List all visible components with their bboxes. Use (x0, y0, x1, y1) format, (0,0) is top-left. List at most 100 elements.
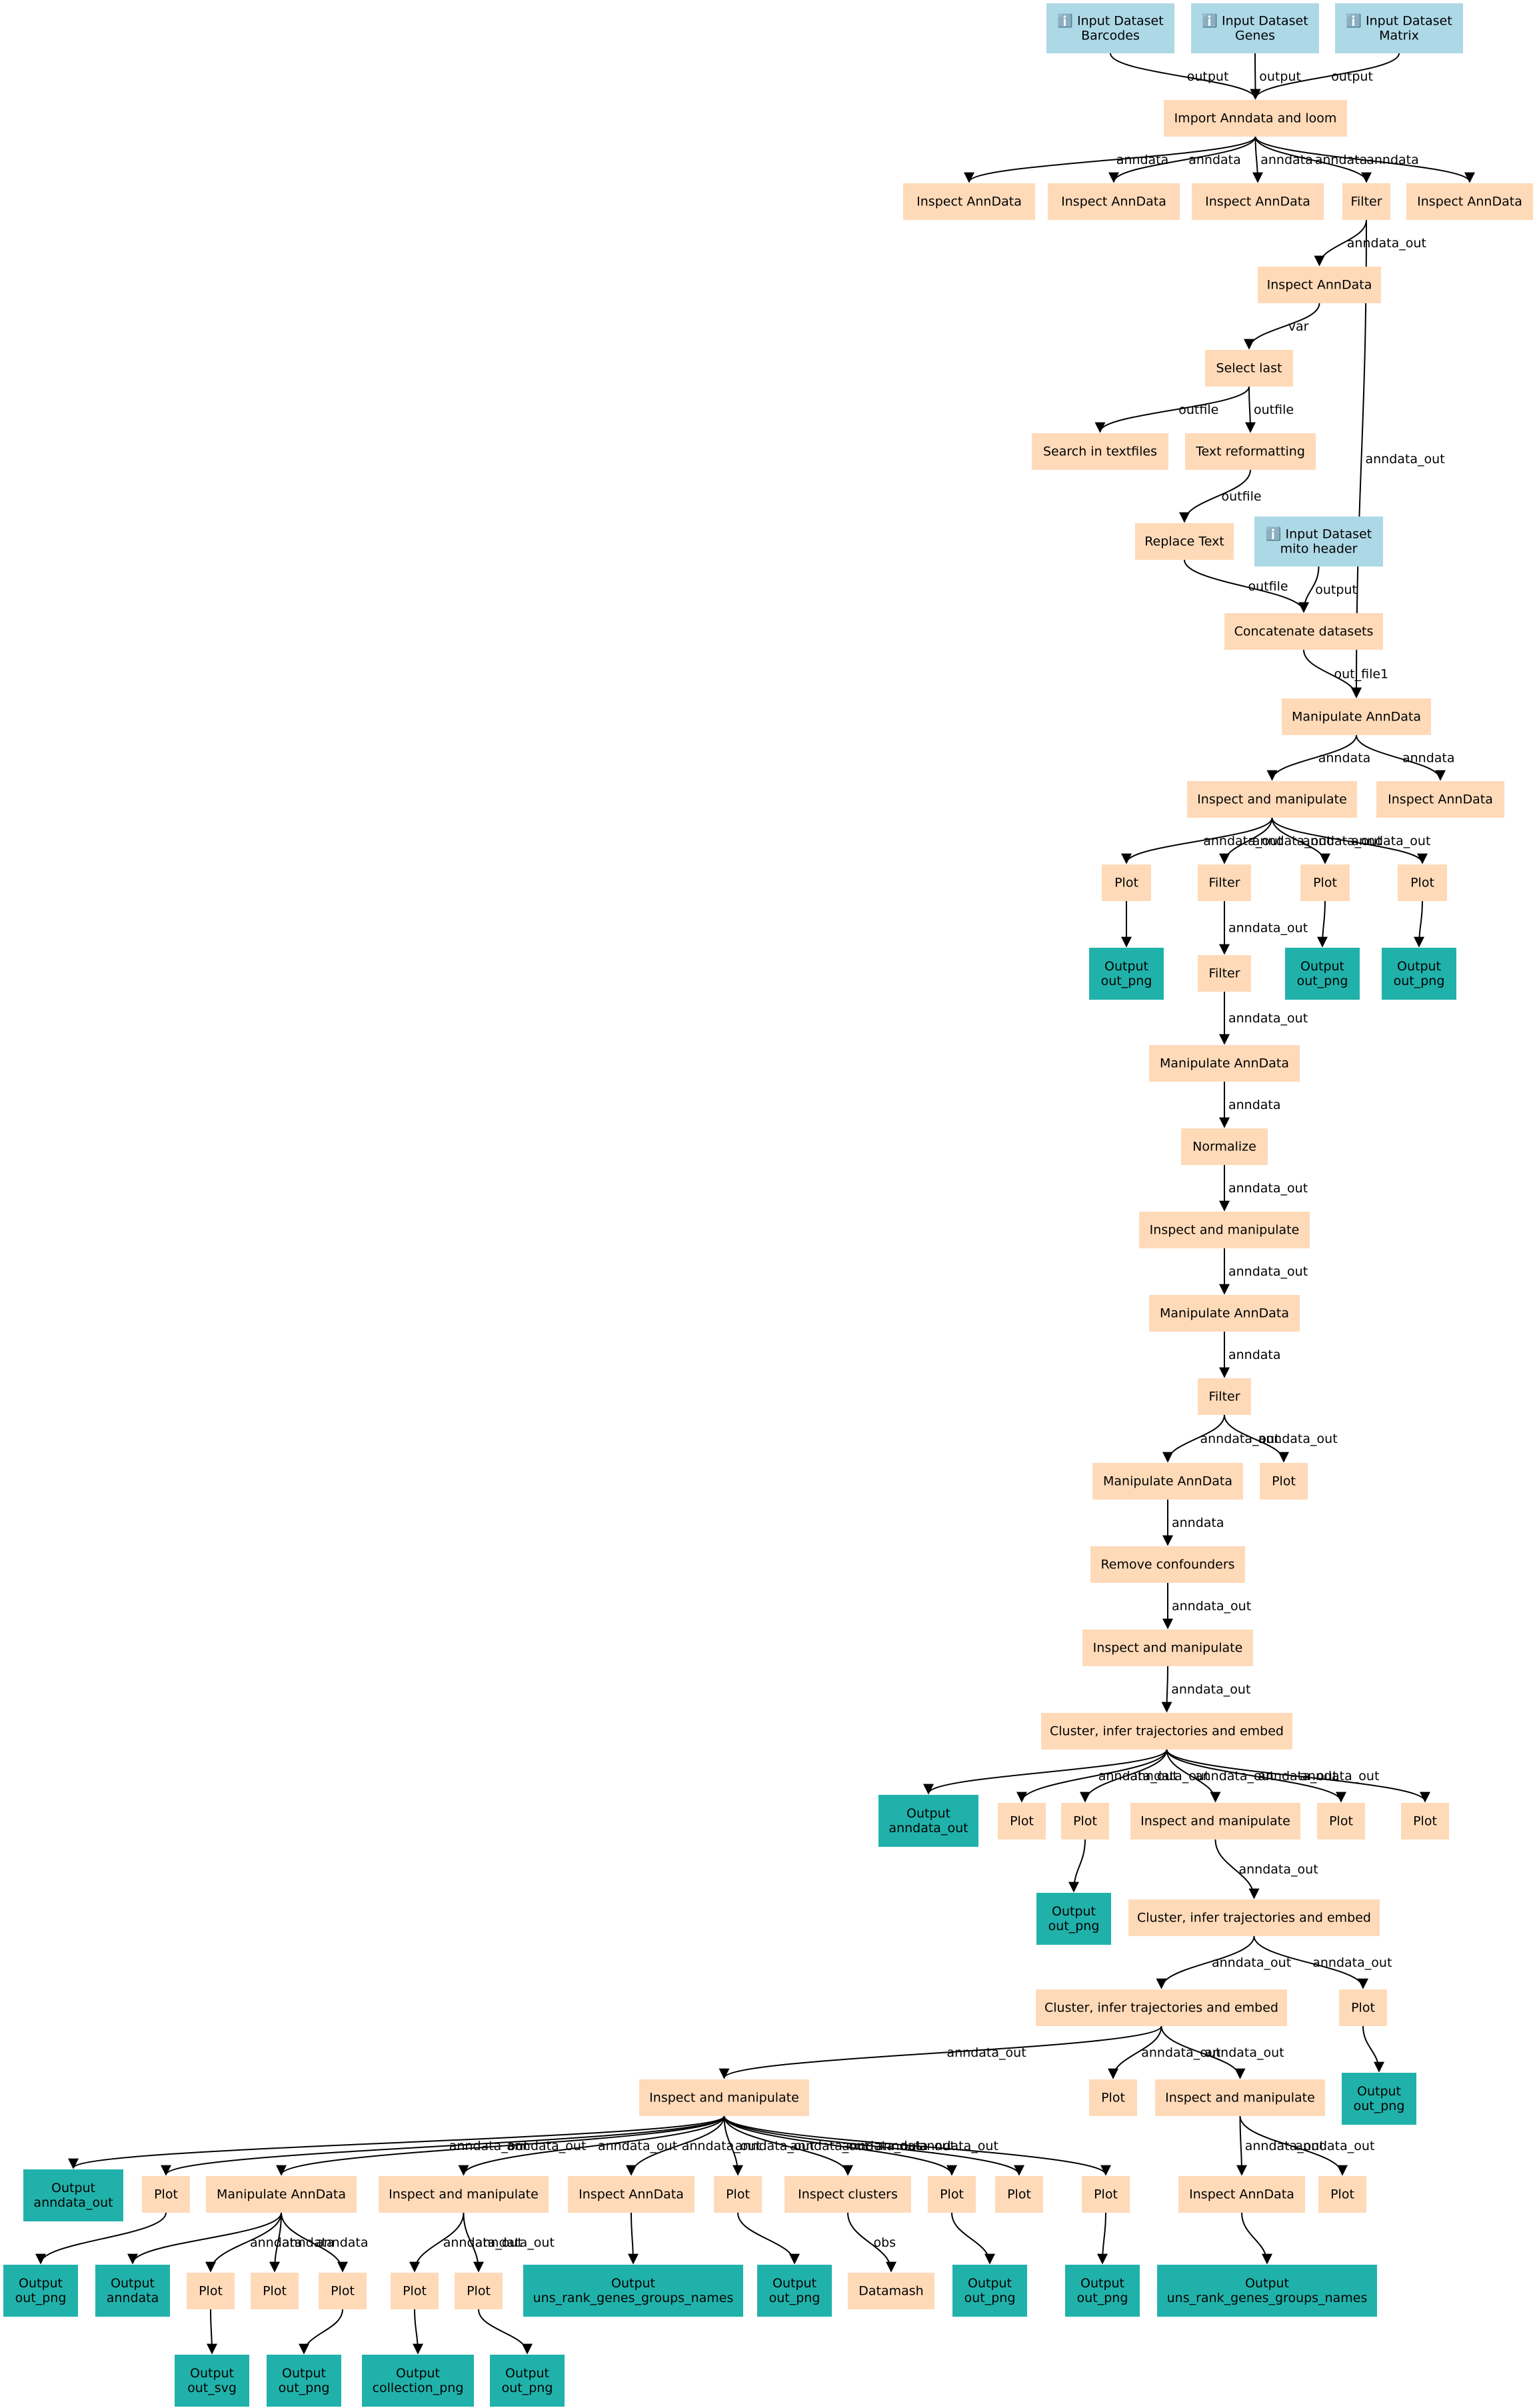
node-label: Inspect AnnData (1388, 792, 1493, 807)
tool-node-inspect-anndata[interactable]: Inspect AnnData (1376, 781, 1504, 818)
tool-node-inspect-and-manipulate[interactable]: Inspect and manipulate (1187, 781, 1357, 818)
tool-box (1036, 1989, 1287, 2026)
tool-node-cluster-infer-trajectories-and-embed[interactable]: Cluster, infer trajectories and embed (1036, 1989, 1287, 2026)
tool-node-remove-confounders[interactable]: Remove confounders (1090, 1546, 1245, 1583)
edge-im6-to-insp8 (1236, 2115, 1247, 2176)
tool-node-plot[interactable]: Plot (391, 2273, 439, 2309)
edge-label: output (1187, 69, 1229, 84)
tool-node-plot[interactable]: Plot (1317, 1803, 1365, 1839)
tool-node-manipulate-anndata[interactable]: Manipulate AnnData (1149, 1045, 1300, 1082)
tool-node-manipulate-anndata[interactable]: Manipulate AnnData (1092, 1463, 1243, 1500)
edge-label: anndata_out (1228, 1011, 1308, 1026)
tool-node-inspect-anndata[interactable]: Inspect AnnData (1048, 183, 1180, 220)
tool-node-plot[interactable]: Plot (714, 2176, 762, 2213)
node-label: anndata_out (33, 2195, 113, 2210)
tool-node-plot[interactable]: Plot (998, 1803, 1046, 1839)
node-label: Plot (1329, 1814, 1353, 1829)
tool-node-filter[interactable]: Filter (1198, 955, 1251, 992)
tool-node-plot[interactable]: Plot (928, 2176, 976, 2213)
tool-node-datamash[interactable]: Datamash (848, 2273, 934, 2309)
edge-import-to-insp2 (1108, 136, 1256, 183)
edge-label: anndata (1188, 153, 1241, 167)
tool-node-inspect-and-manipulate[interactable]: Inspect and manipulate (639, 2079, 809, 2116)
tool-node-inspect-anndata[interactable]: Inspect AnnData (1192, 183, 1324, 220)
tool-node-manipulate-anndata[interactable]: Manipulate AnnData (1282, 698, 1431, 735)
tool-node-plot[interactable]: Plot (1318, 2176, 1366, 2213)
tool-node-concatenate-datasets[interactable]: Concatenate datasets (1224, 613, 1383, 650)
tool-node-replace-text[interactable]: Replace Text (1135, 523, 1234, 560)
tool-node-inspect-anndata[interactable]: Inspect AnnData (1406, 183, 1533, 220)
tool-node-plot[interactable]: Plot (1102, 864, 1151, 901)
tool-node-normalize[interactable]: Normalize (1181, 1128, 1268, 1165)
tool-node-search-in-textfiles[interactable]: Search in textfiles (1032, 433, 1168, 470)
output-box (523, 2265, 743, 2317)
tool-node-manipulate-anndata[interactable]: Manipulate AnnData (206, 2176, 357, 2213)
tool-node-plot[interactable]: Plot (1339, 1989, 1387, 2026)
tool-node-inspect-and-manipulate[interactable]: Inspect and manipulate (1139, 1212, 1310, 1248)
tool-node-plot[interactable]: Plot (1300, 864, 1350, 901)
tool-node-plot[interactable]: Plot (251, 2273, 299, 2309)
tool-node-inspect-clusters[interactable]: Inspect clusters (784, 2176, 911, 2213)
tool-node-plot[interactable]: Plot (1401, 1803, 1449, 1839)
edge-in_matrix-to-import (1250, 53, 1400, 100)
tool-node-inspect-and-manipulate[interactable]: Inspect and manipulate (1082, 1630, 1253, 1666)
tool-node-filter[interactable]: Filter (1342, 183, 1390, 220)
tool-node-import-anndata-and-loom[interactable]: Import Anndata and loom (1164, 100, 1347, 137)
node-label: Manipulate AnnData (1160, 1056, 1289, 1071)
tool-node-plot[interactable]: Plot (995, 2176, 1043, 2213)
tool-node-manipulate-anndata[interactable]: Manipulate AnnData (1149, 1295, 1300, 1332)
tool-node-plot[interactable]: Plot (1260, 1463, 1308, 1500)
node-label: out_png (1077, 2291, 1128, 2305)
tool-node-filter[interactable]: Filter (1198, 864, 1251, 901)
tool-node-inspect-anndata[interactable]: Inspect AnnData (568, 2176, 695, 2213)
node-label: out_png (964, 2291, 1016, 2305)
tool-node-inspect-anndata[interactable]: Inspect AnnData (1258, 267, 1381, 303)
tool-node-inspect-and-manipulate[interactable]: Inspect and manipulate (379, 2176, 549, 2213)
edge-manip1-to-insp6 (1356, 734, 1446, 781)
tool-node-cluster-infer-trajectories-and-embed[interactable]: Cluster, infer trajectories and embed (1128, 1899, 1380, 1936)
tool-node-inspect-and-manipulate[interactable]: Inspect and manipulate (1130, 1803, 1300, 1839)
tool-node-filter[interactable]: Filter (1198, 1378, 1251, 1415)
tool-node-plot[interactable]: Plot (1089, 2079, 1137, 2116)
node-label: Plot (1101, 2091, 1125, 2105)
tool-node-plot[interactable]: Plot (1398, 864, 1447, 901)
tool-box (1149, 1295, 1300, 1332)
tool-node-plot[interactable]: Plot (142, 2176, 190, 2213)
tool-node-inspect-anndata[interactable]: Inspect AnnData (903, 183, 1035, 220)
tool-node-plot[interactable]: Plot (1061, 1803, 1109, 1839)
tool-node-select-last[interactable]: Select last (1205, 350, 1293, 387)
tool-node-plot[interactable]: Plot (455, 2273, 503, 2309)
tool-node-plot[interactable]: Plot (319, 2273, 367, 2309)
tool-node-inspect-anndata[interactable]: Inspect AnnData (1178, 2176, 1305, 2213)
tool-node-plot[interactable]: Plot (1082, 2176, 1130, 2213)
tool-node-cluster-infer-trajectories-and-embed[interactable]: Cluster, infer trajectories and embed (1041, 1713, 1292, 1750)
edge-plot15-to-out13 (1097, 2212, 1108, 2265)
tool-node-inspect-and-manipulate[interactable]: Inspect and manipulate (1155, 2079, 1325, 2116)
tool-box (319, 2273, 367, 2309)
tool-node-text-reformatting[interactable]: Text reformatting (1185, 433, 1316, 470)
tool-box (142, 2176, 190, 2213)
tool-node-plot[interactable]: Plot (187, 2273, 235, 2309)
